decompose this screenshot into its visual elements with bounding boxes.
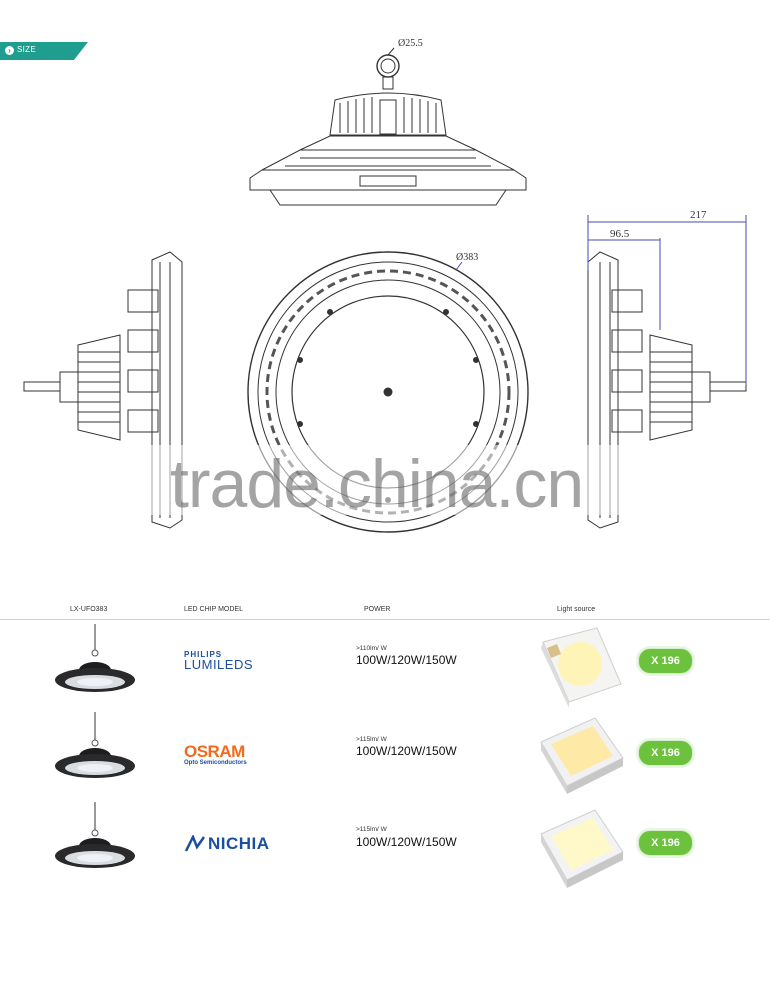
chip-count-badge: X 196	[638, 830, 693, 856]
diameter-dimension-label: Ø383	[456, 252, 478, 263]
led-chip-image	[541, 627, 622, 708]
front-elevation: Ø25.5	[249, 38, 527, 206]
section-label: SIZE	[17, 45, 36, 54]
column-header-power: POWER	[364, 606, 391, 613]
led-chip-image	[540, 717, 624, 794]
table-row: OSRAM Opto Semiconductors >115lm/ W 100W…	[0, 710, 770, 800]
watermark: trade.china.cn	[170, 446, 584, 522]
ufo-fixture-image	[55, 802, 135, 868]
osram-logo: OSRAM Opto Semiconductors	[184, 742, 247, 766]
eye-diameter-label: Ø25.5	[398, 38, 423, 49]
body-dimension-label: 96.5	[610, 228, 630, 240]
power-range: 100W/120W/150W	[356, 653, 457, 667]
column-header-light-source: Light source	[557, 606, 596, 613]
ufo-fixture-image	[55, 624, 135, 692]
column-header-model: LX-UFO383	[70, 606, 108, 613]
column-header-chip: LED CHIP MODEL	[184, 606, 243, 613]
led-chip-image	[540, 809, 624, 888]
nichia-mark-icon	[184, 835, 206, 852]
table-row: PHILIPS LUMILEDS >110lm/ W 100W/120W/150…	[0, 620, 770, 710]
efficacy: >115lm/ W	[356, 826, 387, 833]
power-range: 100W/120W/150W	[356, 835, 457, 849]
ufo-fixture-image	[55, 712, 135, 778]
chip-count-badge: X 196	[638, 648, 693, 674]
efficacy: >115lm/ W	[356, 736, 387, 743]
height-dimension-label: 217	[690, 209, 707, 221]
nichia-logo: NICHIA	[184, 834, 270, 854]
chip-count-badge: X 196	[638, 740, 693, 766]
section-tag	[0, 42, 88, 60]
power-range: 100W/120W/150W	[356, 744, 457, 758]
table-row: NICHIA >115lm/ W 100W/120W/150W X 196	[0, 800, 770, 890]
divider	[0, 619, 770, 620]
arrow-circle-icon: ›	[5, 46, 14, 55]
efficacy: >110lm/ W	[356, 645, 387, 652]
watermark-band	[150, 445, 620, 515]
philips-lumileds-logo: PHILIPS LUMILEDS	[184, 650, 254, 672]
